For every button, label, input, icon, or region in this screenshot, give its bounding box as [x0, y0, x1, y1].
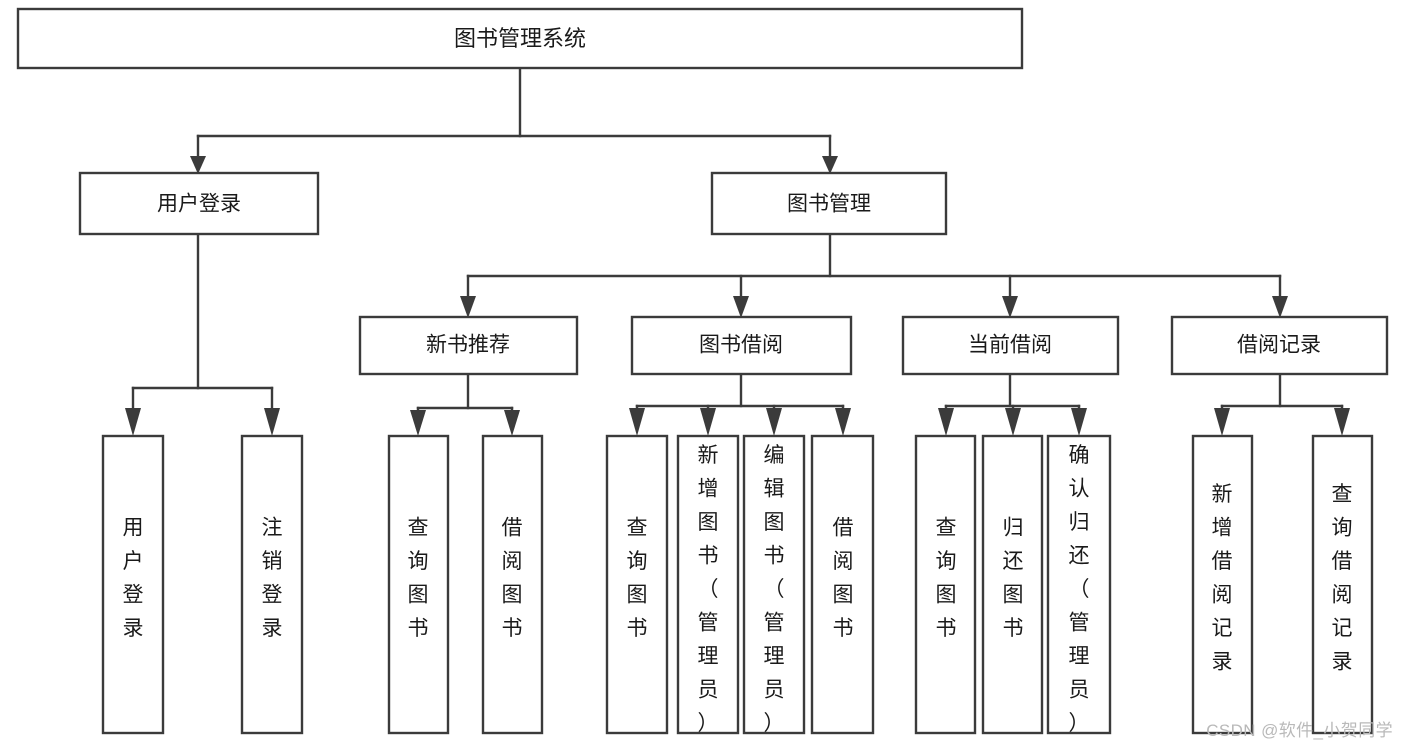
leaf-query-book-borrow-box	[605, 434, 669, 735]
node-current-borrow-label: 当前借阅	[968, 334, 1052, 357]
leaf-edit-book-box	[742, 434, 806, 735]
node-book-manage-label: 图书管理	[787, 193, 871, 216]
arrow-leaf-borrow-book-2	[835, 408, 851, 436]
arrow-to-borrow-record	[1272, 296, 1288, 318]
node-book-borrow[interactable]: 图书借阅	[630, 315, 853, 376]
node-book-borrow-box	[630, 315, 853, 376]
leaf-return-book-box	[981, 434, 1044, 735]
arrow-leaf-logout	[264, 408, 280, 436]
leaf-logout-label: 注销登录	[262, 516, 283, 640]
leaf-query-book-current-box	[914, 434, 977, 735]
leaf-confirm-return[interactable]: 确认归还（管理员）	[1046, 434, 1112, 735]
leaf-borrow-book[interactable]: 借阅图书	[810, 434, 875, 735]
node-borrow-record-box	[1170, 315, 1389, 376]
arrow-leaf-edit-book	[766, 408, 782, 436]
arrow-leaf-query-book-2	[629, 408, 645, 436]
leaf-borrow-book-recommend-box	[481, 434, 544, 735]
arrow-leaf-query-record	[1334, 408, 1350, 436]
leaf-user-login-label: 用户登录	[123, 516, 144, 640]
arrow-leaf-borrow-book-1	[504, 410, 520, 436]
leaf-query-book-borrow[interactable]: 查询图书	[605, 434, 669, 735]
node-book-borrow-label: 图书借阅	[699, 334, 783, 357]
node-root[interactable]: 图书管理系统	[16, 7, 1024, 70]
leaf-confirm-return-box	[1046, 434, 1112, 735]
arrow-to-current-borrow	[1002, 296, 1018, 318]
node-user-login[interactable]: 用户登录	[78, 171, 320, 236]
leaf-return-book[interactable]: 归还图书	[981, 434, 1044, 735]
node-root-label: 图书管理系统	[454, 26, 586, 51]
node-new-book-recommend[interactable]: 新书推荐	[358, 315, 579, 376]
leaf-query-book-current[interactable]: 查询图书	[914, 434, 977, 735]
leaf-borrow-book-label: 借阅图书	[833, 516, 854, 640]
leaf-user-login-box	[101, 434, 165, 735]
leaf-logout-box	[240, 434, 304, 735]
arrow-leaf-add-book	[700, 408, 716, 436]
leaf-logout[interactable]: 注销登录	[240, 434, 304, 735]
node-new-book-recommend-label: 新书推荐	[426, 334, 510, 357]
leaf-query-book-recommend-label: 查询图书	[408, 516, 429, 640]
leaf-add-borrow-record-label: 新增借阅记录	[1212, 483, 1233, 674]
arrow-leaf-user-login	[125, 408, 141, 436]
leaf-return-book-label: 归还图书	[1003, 516, 1024, 640]
leaf-query-book-recommend-box	[387, 434, 450, 735]
leaf-add-book-box	[676, 434, 740, 735]
arrow-to-user-login	[190, 156, 206, 174]
node-user-login-box	[78, 171, 320, 236]
arrow-leaf-query-book-1	[410, 410, 426, 436]
leaf-confirm-return-label: 确认归还（管理员）	[1069, 444, 1090, 735]
leaf-add-book-label: 新增图书（管理员）	[698, 444, 719, 735]
arrow-to-new-book	[460, 296, 476, 318]
arrow-to-book-borrow	[733, 296, 749, 318]
leaf-borrow-book-box	[810, 434, 875, 735]
node-borrow-record[interactable]: 借阅记录	[1170, 315, 1389, 376]
leaf-query-borrow-record[interactable]: 查询借阅记录	[1311, 434, 1374, 735]
leaf-edit-book-label: 编辑图书（管理员）	[764, 444, 785, 735]
arrow-leaf-add-record	[1214, 408, 1230, 436]
node-new-book-recommend-box	[358, 315, 579, 376]
leaf-add-borrow-record[interactable]: 新增借阅记录	[1191, 434, 1254, 735]
node-book-manage[interactable]: 图书管理	[710, 171, 948, 236]
node-current-borrow-box	[901, 315, 1120, 376]
leaf-edit-book[interactable]: 编辑图书（管理员）	[742, 434, 806, 735]
csdn-watermark: CSDN @软件_小贺同学	[1206, 721, 1393, 740]
leaf-query-book-borrow-label: 查询图书	[627, 516, 648, 640]
leaf-query-book-recommend[interactable]: 查询图书	[387, 434, 450, 735]
leaf-add-borrow-record-box	[1191, 434, 1254, 735]
arrow-leaf-query-book-3	[938, 408, 954, 436]
arrow-to-book-manage	[822, 156, 838, 174]
arrow-leaf-confirm-return	[1071, 408, 1087, 436]
leaf-query-book-current-label: 查询图书	[936, 516, 957, 640]
node-borrow-record-label: 借阅记录	[1237, 334, 1321, 357]
leaf-borrow-book-recommend-label: 借阅图书	[502, 516, 523, 640]
leaf-user-login[interactable]: 用户登录	[101, 434, 165, 735]
node-book-manage-box	[710, 171, 948, 236]
arrow-leaf-return-book	[1005, 408, 1021, 436]
leaf-add-book[interactable]: 新增图书（管理员）	[676, 434, 740, 735]
node-current-borrow[interactable]: 当前借阅	[901, 315, 1120, 376]
leaf-borrow-book-recommend[interactable]: 借阅图书	[481, 434, 544, 735]
leaf-query-borrow-record-box	[1311, 434, 1374, 735]
node-user-login-label: 用户登录	[157, 193, 241, 216]
connector-group	[125, 66, 1350, 436]
leaf-query-borrow-record-label: 查询借阅记录	[1332, 483, 1353, 674]
node-root-box	[16, 7, 1024, 70]
